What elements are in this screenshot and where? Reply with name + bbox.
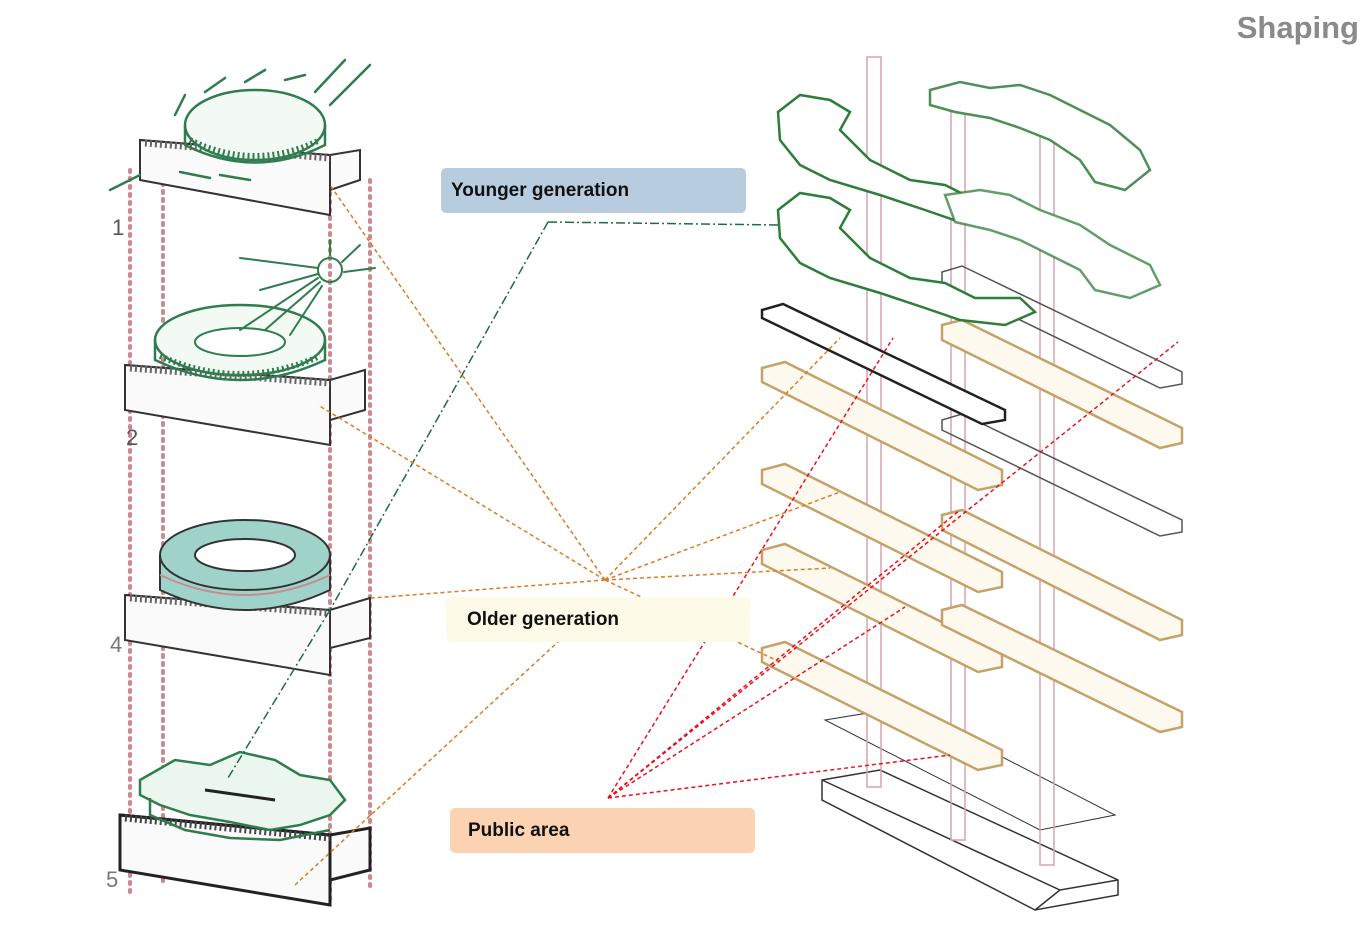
sketch-step-4 — [124, 519, 371, 677]
step-number: 2 — [126, 425, 138, 450]
step-number: 1 — [112, 215, 124, 240]
black-floor — [760, 302, 1007, 426]
older-generation-label: Older generation — [446, 597, 750, 642]
page-title: Shaping — [1236, 10, 1359, 45]
sketch-step-5 — [118, 750, 372, 907]
public-area-label: Public area — [450, 808, 755, 853]
step-number: 5 — [106, 867, 118, 892]
sketch-column: 1 2 4 5 — [106, 58, 376, 907]
axonometric-model — [760, 56, 1184, 911]
sketch-step-1 — [108, 58, 372, 217]
older-floors-left — [760, 360, 1004, 772]
younger-floors — [776, 80, 1162, 327]
step-number: 4 — [110, 632, 122, 657]
leader-lines-public — [607, 337, 1179, 799]
younger-generation-label: Younger generation — [441, 168, 746, 213]
leader-lines-older — [294, 184, 841, 886]
older-floors-right — [940, 318, 1184, 734]
base-slab — [821, 706, 1119, 911]
sketch-step-2 — [124, 239, 376, 447]
leader-lines-younger — [227, 221, 781, 779]
